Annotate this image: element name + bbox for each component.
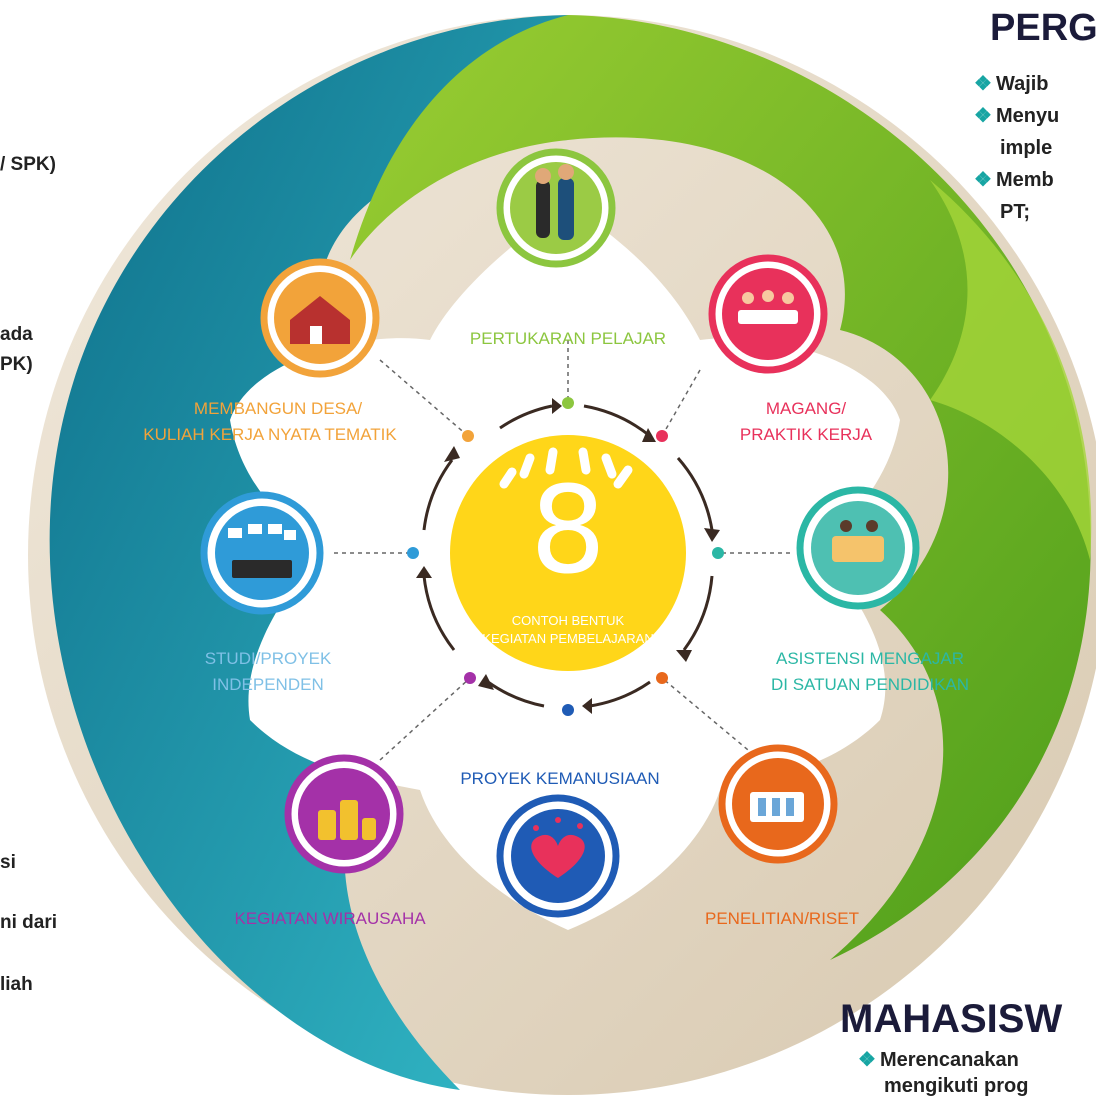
activity-icon-6 [284, 754, 404, 874]
left-text-line6: ni dari [0, 912, 58, 933]
center-caption-line1: CONTOH BENTUK [511, 613, 625, 628]
activity-icon-1 [496, 148, 616, 268]
cycle-dots [407, 397, 724, 716]
left-text-line3: ada [0, 324, 33, 345]
right-bullet-3-cont: PT; [1000, 201, 1030, 223]
center-number: 8 [529, 462, 607, 601]
right-bullet-2-cont: imple [1000, 137, 1053, 159]
cycle-arrows [422, 404, 714, 708]
activity-icon-5 [496, 794, 620, 918]
label-membangun-line2: KULIAH KERJA NYATA TEMATIK [143, 425, 397, 444]
label-kegiatan-wirausaha: KEGIATAN WIRAUSAHA [234, 909, 426, 928]
money-stack-icon [318, 810, 336, 840]
lime-highlight [930, 180, 1092, 560]
label-pertukaran-pelajar: PERTUKARAN PELAJAR [469, 329, 667, 348]
village-house-icon [290, 296, 350, 344]
green-swirl [350, 15, 1091, 960]
left-text-line7: liah [0, 974, 33, 995]
right-bullet-1: ❖Wajib [974, 73, 1049, 95]
right-bottom-bullet-1-cont: mengikuti prog [884, 1075, 1029, 1097]
label-asistensi-line1: ASISTENSI MENGAJAR [776, 649, 964, 668]
office-meeting-icon [738, 310, 798, 324]
label-membangun-line1: MEMBANGUN DESA/ [193, 399, 363, 418]
label-studi-line1: STUDI/PROYEK [204, 649, 332, 668]
right-bullet-3: ❖Memb [974, 169, 1054, 191]
activity-icon-8 [260, 258, 380, 378]
activity-icon-4 [718, 744, 838, 864]
center-rays [499, 447, 633, 489]
students-icon [536, 180, 550, 238]
workstation-icon [232, 560, 292, 578]
label-asistensi-line2: DI SATUAN PENDIDIKAN [770, 675, 970, 694]
right-bullet-2: ❖Menyu [974, 105, 1060, 127]
activity-icon-7 [200, 491, 324, 615]
connectors [330, 340, 790, 761]
left-text-line4: PK) [0, 354, 33, 375]
label-penelitian: PENELITIAN/RISET [705, 909, 859, 928]
label-proyek-kemanusiaan: PROYEK KEMANUSIAAN [460, 769, 660, 788]
activity-icon-3 [796, 486, 920, 610]
activity-icon-2 [708, 254, 828, 374]
center-disc [450, 435, 686, 671]
helping-hands-heart-icon [531, 834, 585, 878]
left-text-line5: si [0, 852, 16, 873]
right-heading-top: PERG [990, 7, 1096, 49]
right-heading-bottom: MAHASISW [840, 997, 1063, 1041]
label-studi-line2: INDEPENDEN [212, 675, 324, 694]
label-magang-line1: MAGANG/ [765, 399, 847, 418]
arrow-heads [416, 398, 720, 714]
teaching-icon [832, 536, 884, 562]
left-text-line1: / SPK) [0, 154, 56, 175]
right-bottom-bullet-1: ❖Merencanakan [858, 1049, 1019, 1071]
label-magang-line2: PRAKTIK KERJA [739, 425, 873, 444]
center-caption-line2: KEGIATAN PEMBELAJARAN [482, 631, 654, 646]
